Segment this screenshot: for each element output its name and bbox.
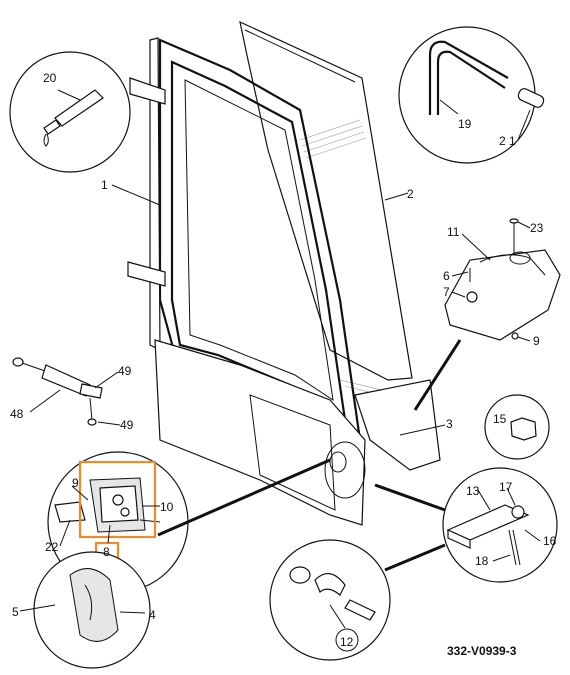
callout-18: 18: [475, 554, 489, 568]
detail-circle-sealant: [9, 51, 131, 173]
detail-circle-bracket: [442, 467, 558, 583]
callout-13: 13: [466, 484, 480, 498]
callout-22: 22: [45, 540, 59, 554]
callout-9-bracket: 9: [533, 334, 540, 348]
callout-48: 48: [10, 407, 24, 421]
callout-11: 11: [447, 225, 460, 239]
callout-3: 3: [446, 417, 453, 431]
callout-2: 2: [407, 187, 414, 201]
callout-20: 20: [43, 71, 57, 85]
callout-12: 12: [340, 635, 354, 649]
callout-16: 16: [543, 534, 557, 548]
detail-circle-pin: [269, 539, 391, 661]
detail-connectors: [157, 339, 462, 572]
detail-circle-handle: [33, 551, 151, 669]
detail-circle-nut: [484, 394, 550, 460]
callout-10: 10: [160, 500, 174, 514]
callout-5: 5: [12, 605, 19, 619]
callout-4: 4: [149, 608, 156, 622]
callout-1: 1: [101, 178, 108, 192]
door-glass: [239, 20, 413, 399]
callout-8: 8: [103, 545, 110, 559]
callout-9-latch: 9: [72, 476, 79, 490]
callout-12-ring: [335, 628, 359, 652]
callout-6: 6: [443, 269, 450, 283]
detail-circle-seal: [398, 26, 545, 164]
callout-15: 15: [493, 412, 507, 426]
callout-49-upper: 49: [118, 364, 132, 378]
leader-lines: [19, 89, 541, 629]
latch-highlight: [78, 460, 157, 539]
callout-49-lower: 49: [120, 418, 134, 432]
handle-housing-detail: [444, 218, 561, 341]
callout-17: 17: [499, 480, 513, 494]
callout-7: 7: [443, 285, 450, 299]
callout-23: 23: [530, 221, 544, 235]
callout-21: 2 1: [499, 134, 516, 148]
callout-19: 19: [458, 117, 472, 131]
lower-door-panel: [154, 339, 441, 526]
drawing-code: 332-V0939-3: [447, 644, 517, 658]
